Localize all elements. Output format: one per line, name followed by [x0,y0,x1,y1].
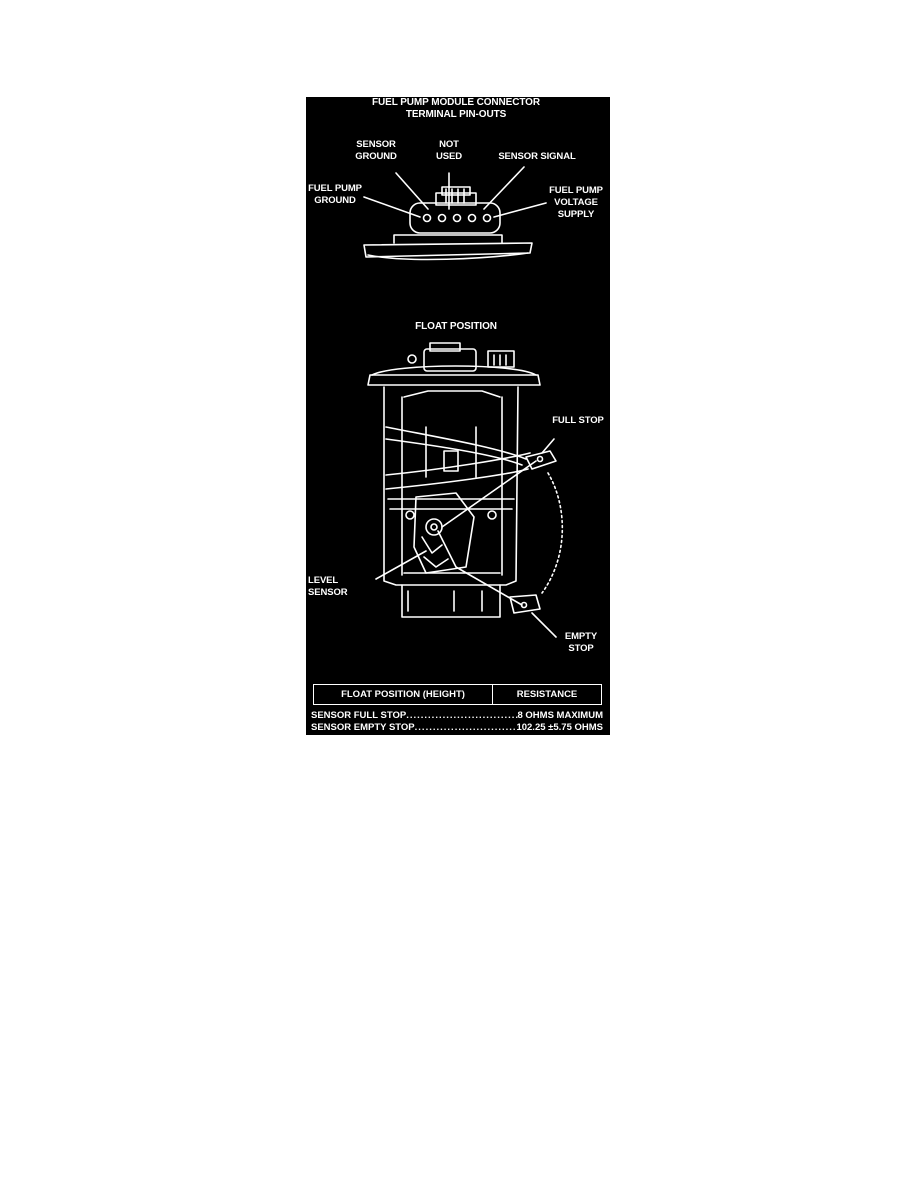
pin-5 [482,213,492,223]
fuel-pump-ground-label-1: FUEL PUMP [308,183,362,194]
connector-drawing [363,166,547,261]
fuel-pump-module-drawing [367,342,564,638]
diagram-artwork [363,166,564,638]
empty-stop-label-1: EMPTY [564,631,598,642]
connector-title-line1: FUEL PUMP MODULE CONNECTOR [372,97,540,108]
not-used-label-2: USED [436,151,462,162]
level-sensor-label-2: SENSOR [308,587,348,598]
table-header-resistance: RESISTANCE [516,689,578,700]
not-used-label-1: NOT [439,139,459,150]
fuel-pump-voltage-supply-label-1: FUEL PUMP [549,185,603,196]
level-sensor-label-1: LEVEL [308,575,339,586]
sensor-ground-label-2: GROUND [355,151,397,162]
sensor-signal-label: SENSOR SIGNAL [498,151,576,162]
fuel-pump-ground-label-2: GROUND [314,195,356,206]
pin-3 [452,213,462,223]
sensor-ground-label-1: SENSOR [356,139,396,150]
full-stop-label: FULL STOP [552,415,604,426]
fuel-pump-voltage-supply-label-2: VOLTAGE [554,197,598,208]
table-row-value: 102.25 ±5.75 OHMS [516,722,603,733]
pin-1 [422,213,432,223]
empty-stop-label-2: STOP [568,643,594,654]
diagram-panel: FUEL PUMP MODULE CONNECTOR TERMINAL PIN-… [306,97,610,735]
table-row-label: SENSOR FULL STOP [311,710,407,721]
table-row: SENSOR EMPTY STOP ......................… [311,722,603,734]
fuel-pump-voltage-supply-label-3: SUPPLY [557,209,595,220]
table-row-value: 8 OHMS MAXIMUM [517,710,604,721]
table-row: SENSOR FULL STOP .......................… [311,710,603,722]
connector-housing [409,202,501,234]
table-row-label: SENSOR EMPTY STOP [311,722,415,733]
table-row-leader-dots: ........................................… [406,710,517,721]
resistance-table-header: FLOAT POSITION (HEIGHT) RESISTANCE [313,684,602,705]
pin-2 [437,213,447,223]
level-sensor-body [413,492,475,574]
float-full [525,450,557,470]
float-arm [437,530,523,606]
table-row-leader-dots: ........................................… [414,722,517,733]
pin-4 [467,213,477,223]
float-position-title: FLOAT POSITION [415,321,497,332]
connector-title-line2: TERMINAL PIN-OUTS [405,109,507,120]
float-empty [509,594,541,614]
table-header-float-position: FLOAT POSITION (HEIGHT) [314,685,493,704]
